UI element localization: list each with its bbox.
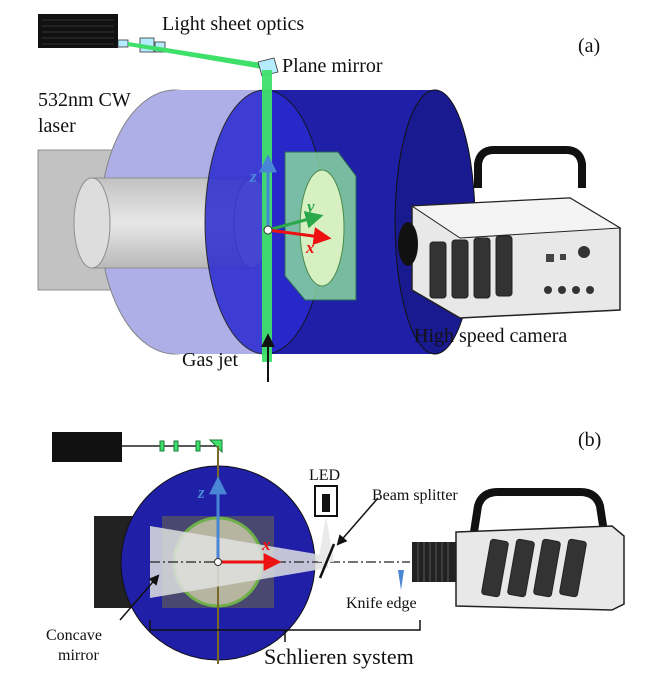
axis-label-z-a: z (249, 167, 257, 186)
label-plane-mirror: Plane mirror (282, 55, 383, 77)
label-light-sheet-optics: Light sheet optics (162, 13, 304, 35)
high-speed-camera-b (412, 488, 625, 611)
label-beam-splitter: Beam splitter (372, 487, 458, 504)
label-schlieren-system: Schlieren system (264, 644, 414, 669)
panel-tag-b: (b) (578, 429, 601, 451)
green-window (284, 151, 357, 301)
label-led: LED (309, 467, 340, 484)
schlieren-brace (149, 620, 421, 642)
axis-label-z-b: z (197, 483, 205, 502)
label-high-speed-camera: High speed camera (414, 325, 567, 347)
panel-a: z y x Ligh (37, 13, 622, 382)
label-concave-mirror-line2: mirror (58, 647, 100, 664)
label-laser-line2: laser (38, 115, 76, 137)
panel-tag-a: (a) (578, 35, 600, 57)
axis-label-y-a: y (305, 197, 315, 216)
laser-beam-horizontal (128, 42, 268, 70)
panel-b: z x LED Beam splitter Knife edge (46, 429, 625, 669)
axis-label-x-a: x (305, 238, 315, 257)
label-laser-line1: 532nm CW (38, 89, 131, 111)
axes-a: z y x (249, 154, 332, 257)
label-knife-edge: Knife edge (346, 595, 417, 612)
high-speed-camera-a (398, 146, 622, 319)
axis-label-x-b: x (261, 535, 271, 554)
label-gas-jet: Gas jet (182, 349, 239, 371)
knife-edge (398, 570, 404, 590)
laser-box-b (52, 432, 122, 462)
axes-b: z x (197, 476, 282, 571)
led (314, 485, 338, 562)
laser-box-a (38, 14, 118, 48)
label-concave-mirror-line1: Concave (46, 627, 102, 644)
beam-splitter (318, 543, 336, 579)
